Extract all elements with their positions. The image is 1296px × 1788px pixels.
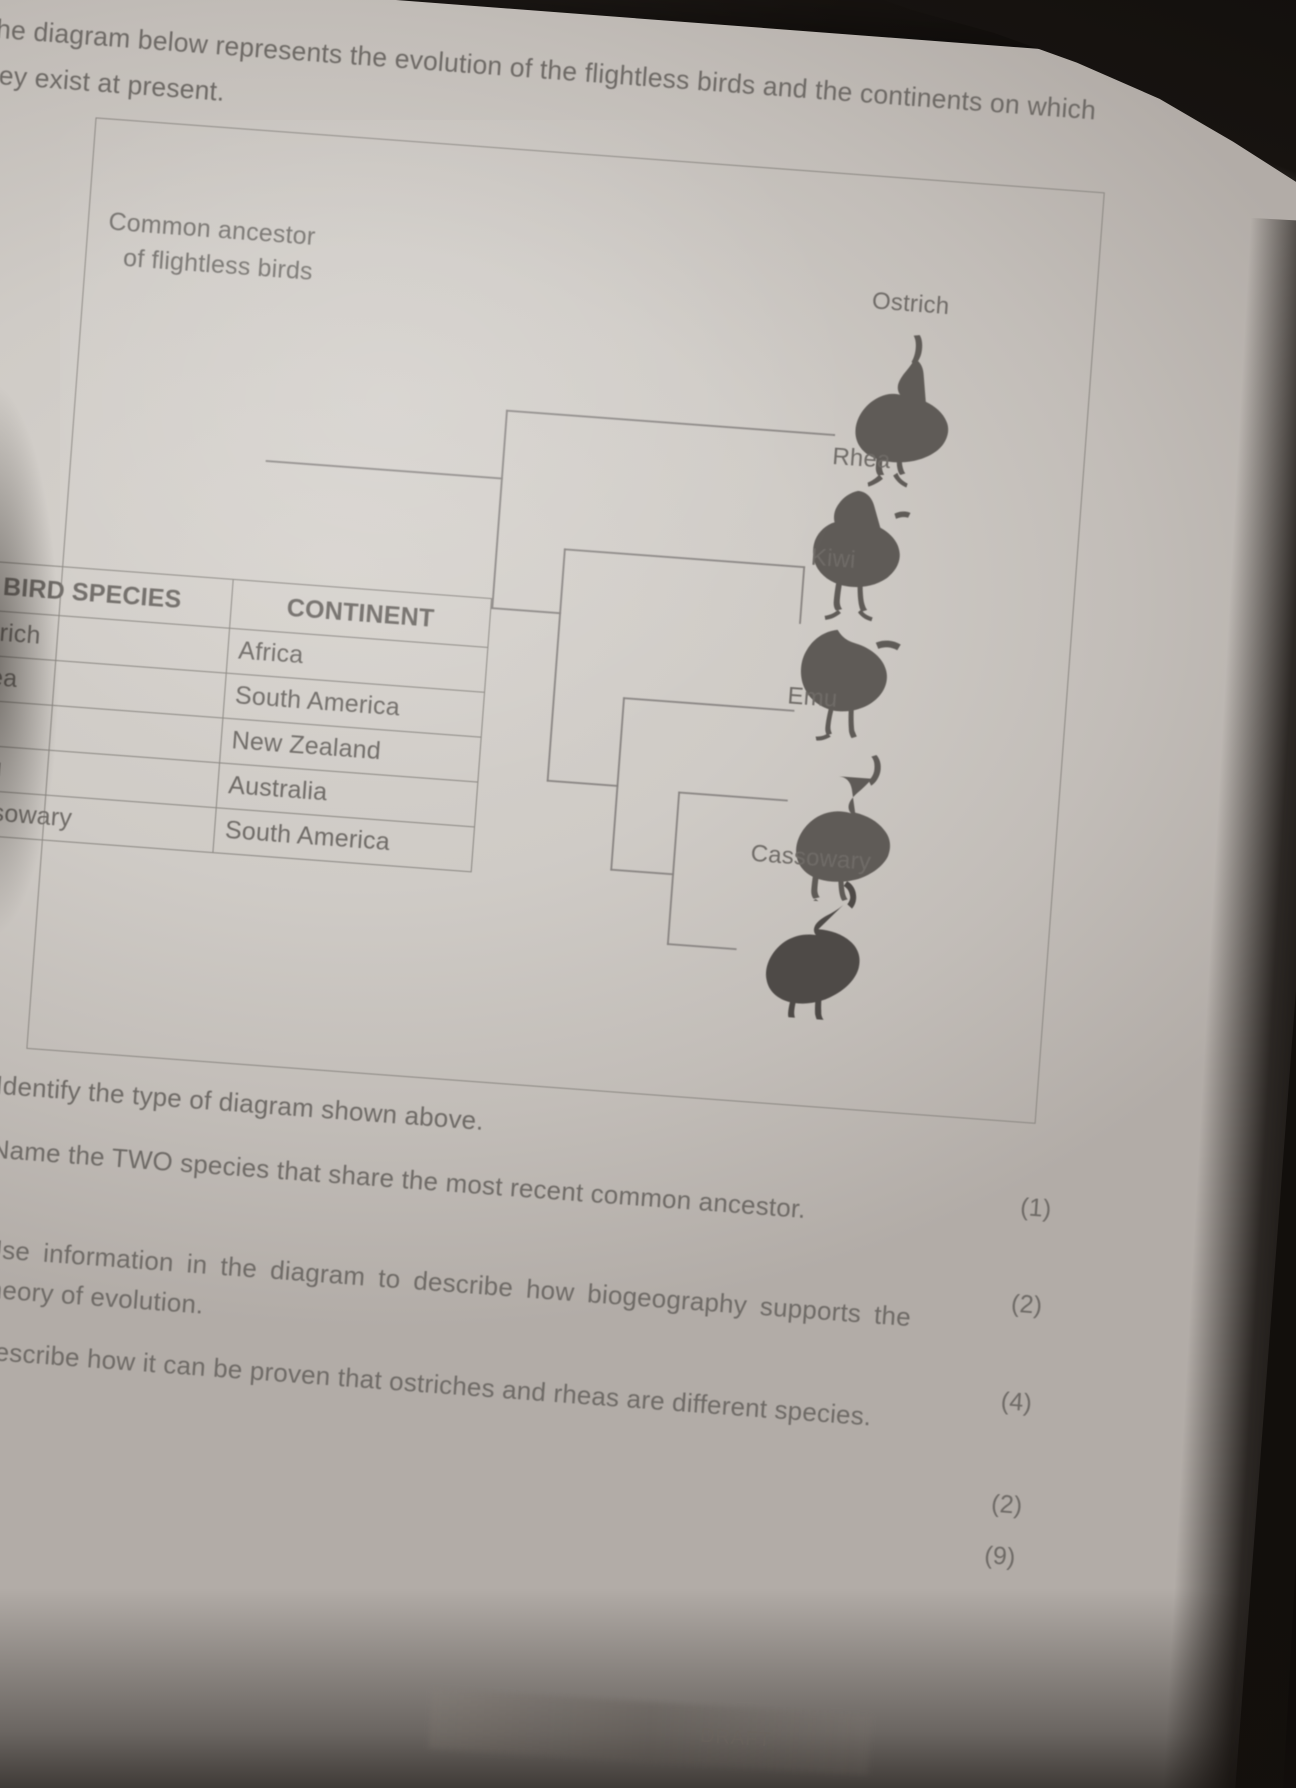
cladogram-branches: [265, 409, 836, 951]
question-marks-4: (2): [990, 1489, 1024, 1520]
question-text-2: Name the TWO species that share the most…: [0, 1133, 807, 1225]
total-marks: (9): [983, 1541, 1017, 1572]
photo-left-shadow: [0, 380, 60, 940]
cladogram: [26, 117, 1102, 1121]
question-marks-1: (1): [1019, 1192, 1053, 1224]
tip-label-rhea: Rhea: [831, 442, 892, 475]
bird-continent-table: BIRD SPECIES CONTINENT Ostrich Africa Rh…: [0, 558, 492, 872]
tip-label-kiwi: Kiwi: [809, 543, 857, 574]
tip-label-ostrich: Ostrich: [871, 287, 951, 321]
footer-text: DRAFT: [699, 1724, 773, 1752]
photo-bottom-shadow: [0, 1588, 1296, 1788]
question-marks-3: (4): [999, 1387, 1034, 1418]
tip-label-emu: Emu: [786, 682, 839, 713]
question-marks-2: (2): [1010, 1289, 1044, 1320]
